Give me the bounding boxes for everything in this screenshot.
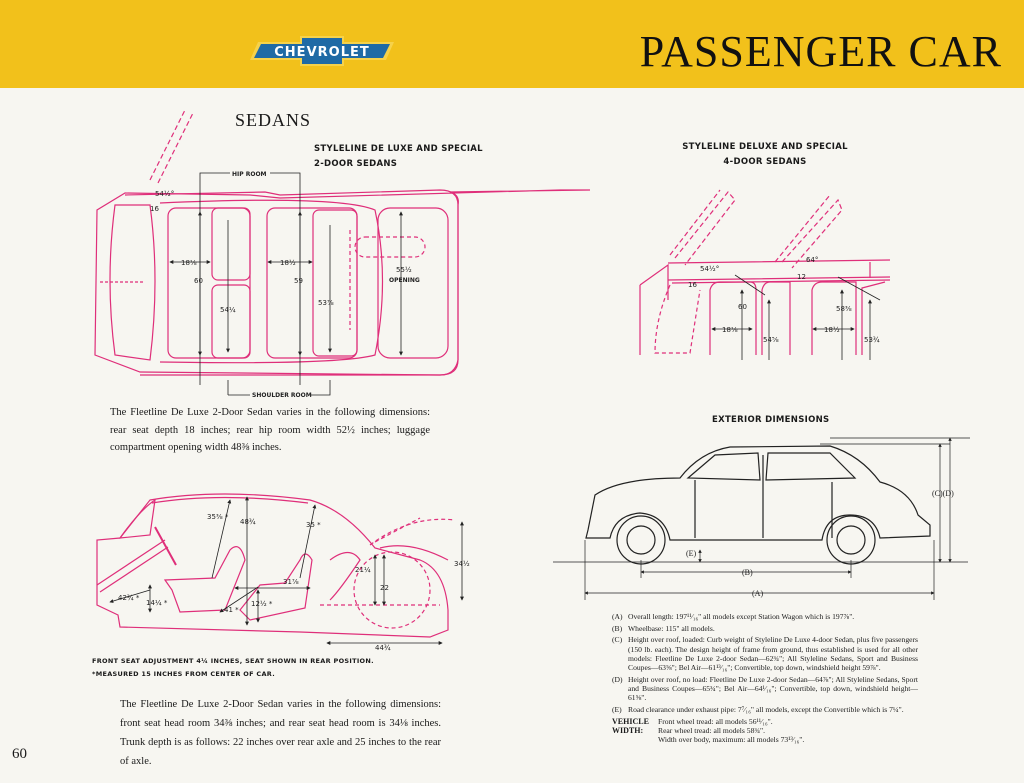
side-view-dimension-lines bbox=[109, 496, 464, 645]
note-d: (D) Height over roof, no load: Fleetline … bbox=[612, 675, 918, 703]
note-c: (C) Height over roof, loaded: Curb weight… bbox=[612, 635, 918, 672]
side-view-notes: FRONT SEAT ADJUSTMENT 4¼ INCHES, SEAT SH… bbox=[92, 655, 374, 681]
dim-label: 34½ bbox=[454, 560, 470, 568]
shoulder-room-label: SHOULDER ROOM bbox=[252, 392, 312, 399]
page-title: PASSENGER CAR bbox=[639, 27, 1002, 76]
dim-label: 35⅜ * bbox=[207, 513, 229, 521]
dim-label: 12 bbox=[797, 273, 806, 281]
width-line: Front wheel tread: all models 56¹¹⁄₁₆". bbox=[658, 716, 773, 726]
dim-label: 55½ bbox=[396, 266, 412, 274]
section-title: SEDANS bbox=[235, 110, 312, 130]
note-text: Height over roof, no load: Fleetline De … bbox=[628, 674, 918, 703]
dim-label: 53¾ bbox=[864, 336, 880, 344]
four-door-dimension-lines bbox=[711, 274, 881, 360]
exterior-heading: EXTERIOR DIMENSIONS bbox=[712, 415, 830, 425]
dim-label: 48¾ bbox=[240, 518, 256, 526]
dim-label-cd: (C)(D) bbox=[932, 489, 954, 498]
dim-label: 21¼ bbox=[355, 566, 371, 574]
dim-label: 18⅛ bbox=[722, 326, 738, 334]
dim-label: 16 bbox=[150, 205, 159, 213]
note-line: FRONT SEAT ADJUSTMENT 4¼ INCHES, SEAT SH… bbox=[92, 657, 374, 665]
page-number: 60 bbox=[12, 746, 27, 762]
dim-label-a: (A) bbox=[752, 589, 763, 598]
dim-label: 22 bbox=[380, 584, 389, 592]
dim-label: 59 bbox=[294, 277, 303, 285]
dim-label: 12½ * bbox=[251, 600, 273, 608]
dim-label: 64° bbox=[806, 256, 818, 264]
width-line: Width over body, maximum: all models 73¹… bbox=[658, 734, 805, 744]
heading-line: 4-DOOR SEDANS bbox=[723, 157, 807, 167]
opening-label: OPENING bbox=[389, 277, 420, 284]
note-e: (E) Road clearance under exhaust pipe: 7⁷… bbox=[612, 705, 918, 714]
exterior-notes: (A) Overall length: 197¹¹⁄₁₆" all models … bbox=[612, 612, 918, 744]
top-view-diagram bbox=[94, 109, 591, 376]
dim-label: 44¾ bbox=[375, 644, 391, 652]
top-view-dimension-lines bbox=[169, 172, 403, 396]
dim-label: 53⅞ bbox=[318, 299, 334, 307]
note-line: *MEASURED 15 INCHES FROM CENTER OF CAR. bbox=[92, 670, 275, 678]
dim-label: 18⅛ bbox=[181, 259, 197, 267]
dim-label: 54½° bbox=[155, 190, 174, 198]
exterior-dimension-lines bbox=[553, 437, 970, 600]
dim-label: 60 bbox=[738, 303, 747, 311]
dim-label: 54¼ bbox=[220, 306, 236, 314]
dim-label: 16 bbox=[688, 281, 697, 289]
vehicle-width-label: VEHICLE WIDTH: bbox=[612, 716, 649, 735]
note-key: (B) bbox=[612, 623, 623, 633]
paragraph-rear-dimensions: The Fleetline De Luxe 2-Door Sedan varie… bbox=[110, 407, 430, 453]
dim-label: 41 * bbox=[224, 606, 239, 614]
four-door-diagram bbox=[639, 189, 891, 355]
dim-label: 54⅝ bbox=[763, 336, 779, 344]
vehicle-width: VEHICLE WIDTH: Front wheel tread: all mo… bbox=[612, 717, 918, 745]
heading-line: STYLELINE DE LUXE AND SPECIAL bbox=[314, 144, 483, 154]
dim-label-b: (B) bbox=[742, 568, 753, 577]
vehicle-width-lines: Front wheel tread: all models 56¹¹⁄₁₆". … bbox=[658, 717, 804, 745]
four-door-heading: STYLELINE DELUXE AND SPECIAL 4-DOOR SEDA… bbox=[665, 140, 865, 170]
dim-label: 18½ bbox=[280, 259, 296, 267]
paragraph-headroom: The Fleetline De Luxe 2-Door Sedan varie… bbox=[120, 699, 441, 767]
svg-text:CHEVROLET: CHEVROLET bbox=[274, 45, 369, 60]
dim-label: 31⅞ bbox=[283, 578, 299, 586]
side-view-diagram bbox=[96, 493, 456, 638]
two-door-heading: STYLELINE DE LUXE AND SPECIAL 2-DOOR SED… bbox=[314, 142, 483, 172]
note-b: (B) Wheelbase: 115" all models. bbox=[612, 624, 918, 633]
width-line: Rear wheel tread: all models 58¾". bbox=[658, 725, 766, 735]
note-key: (E) bbox=[612, 704, 622, 714]
exterior-car-drawing bbox=[585, 445, 931, 565]
dim-label: 42¾ * bbox=[118, 594, 140, 602]
note-key: (C) bbox=[612, 635, 623, 645]
dim-label-e: (E) bbox=[686, 549, 697, 558]
header-band bbox=[0, 0, 1024, 88]
note-text: Wheelbase: 115" all models. bbox=[628, 623, 715, 633]
note-text: Road clearance under exhaust pipe: 7⁷⁄₁₆… bbox=[628, 704, 904, 714]
note-a: (A) Overall length: 197¹¹⁄₁₆" all models … bbox=[612, 612, 918, 621]
note-text: Height over roof, loaded: Curb weight of… bbox=[628, 635, 918, 673]
dim-label: 58⅜ bbox=[836, 305, 852, 313]
dim-label: 14¼ * bbox=[146, 599, 168, 607]
dim-label: 18½ bbox=[824, 326, 840, 334]
chevrolet-bowtie-logo: CHEVROLET bbox=[250, 36, 394, 66]
note-key: (D) bbox=[612, 674, 623, 684]
heading-line: STYLELINE DELUXE AND SPECIAL bbox=[682, 142, 848, 152]
heading-line: 2-DOOR SEDANS bbox=[314, 159, 398, 169]
note-key: (A) bbox=[612, 612, 623, 621]
hip-room-label: HIP ROOM bbox=[232, 171, 267, 178]
note-text: Overall length: 197¹¹⁄₁₆" all models exc… bbox=[628, 612, 855, 621]
dim-label: 35 * bbox=[306, 521, 321, 529]
dim-label: 54½° bbox=[700, 265, 719, 273]
dim-label: 60 bbox=[194, 277, 203, 285]
